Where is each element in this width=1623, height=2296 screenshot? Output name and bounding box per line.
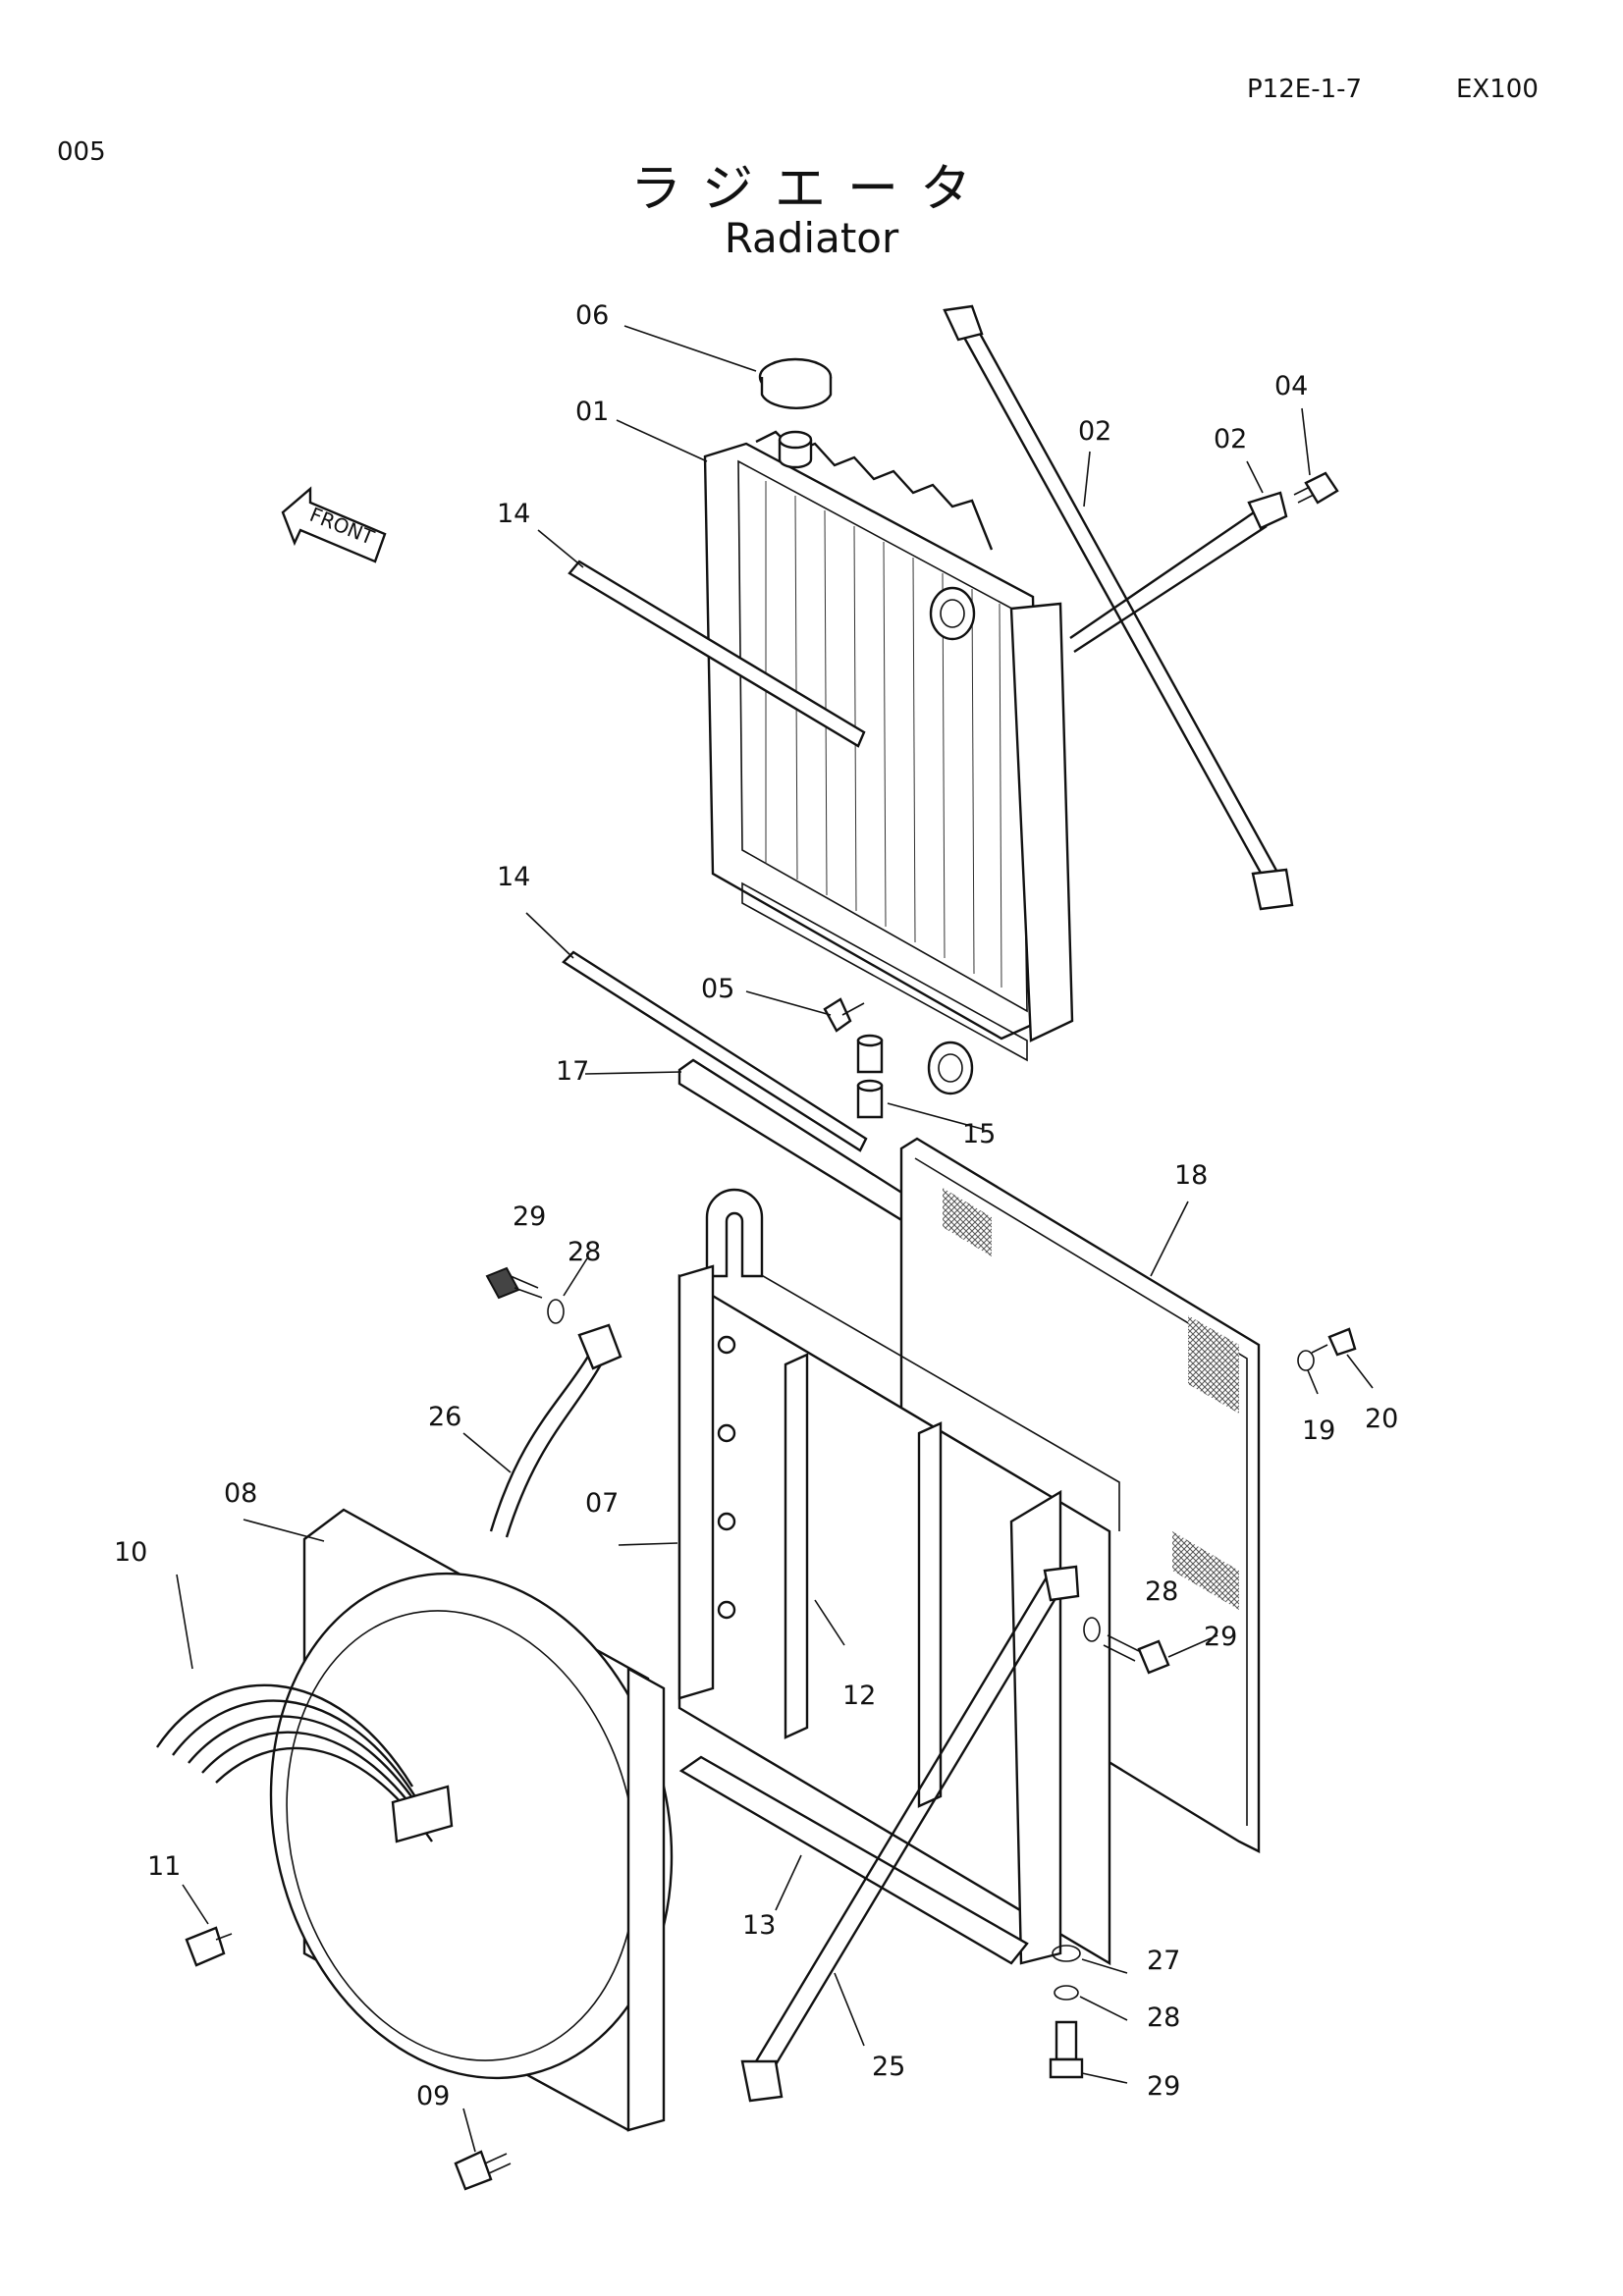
model-name: EX100 (1456, 75, 1539, 104)
page-code: P12E-1-7 (1247, 75, 1363, 104)
callout-13: 13 (742, 1910, 776, 1941)
callout-26: 26 (428, 1402, 461, 1432)
callout-25: 25 (872, 2052, 905, 2082)
callout-10: 10 (114, 1537, 147, 1568)
bolt-11 (185, 1926, 233, 1967)
callout-19: 19 (1302, 1415, 1335, 1446)
callout-09: 09 (416, 2081, 450, 2111)
hoses (856, 1034, 884, 1119)
bolt-29-upper (485, 1266, 543, 1300)
leader-lines (176, 325, 1374, 2153)
bolt-04 (1293, 471, 1339, 505)
callout-28-lower: 28 (1147, 2002, 1180, 2033)
stay-rods (943, 304, 1294, 911)
callout-18: 18 (1174, 1160, 1208, 1191)
drain-cock (823, 997, 865, 1033)
callout-29-upper: 29 (513, 1201, 546, 1232)
callout-14-lower: 14 (497, 862, 530, 892)
washer-28-upper (547, 1299, 565, 1324)
washer-27 (1052, 1945, 1081, 1962)
front-label: FRONT (306, 503, 378, 550)
callout-29-lower: 29 (1147, 2071, 1180, 2102)
title-english: Radiator (724, 214, 899, 262)
callout-02-right: 02 (1214, 424, 1247, 454)
washer-19 (1297, 1350, 1315, 1371)
cross-brace-13 (678, 1755, 1029, 1965)
page-number: 005 (57, 137, 106, 167)
washer-28-right (1083, 1617, 1101, 1642)
front-direction-arrow: FRONT (281, 486, 387, 563)
callout-29-right: 29 (1204, 1622, 1237, 1652)
callout-05: 05 (701, 974, 734, 1004)
washer-28-lower (1054, 1985, 1079, 2001)
callout-08: 08 (224, 1478, 257, 1509)
bolt-29-right (1103, 1634, 1170, 1675)
callout-12: 12 (842, 1681, 876, 1711)
bolt-29-lower (1049, 2020, 1084, 2079)
callout-20: 20 (1365, 1404, 1398, 1434)
radiator-cap (758, 357, 833, 469)
wing-bolt-20 (1311, 1327, 1357, 1357)
callout-28-upper: 28 (568, 1237, 601, 1267)
oil-cooler-assembly (677, 1188, 1120, 1966)
callout-14-upper: 14 (497, 499, 530, 529)
callout-17: 17 (556, 1056, 589, 1087)
fan-guard (156, 1683, 454, 1843)
callout-06: 06 (575, 300, 609, 331)
callout-01: 01 (575, 397, 609, 427)
radiator-core (703, 430, 1074, 1095)
title-japanese: ラジエータ (630, 160, 993, 219)
callout-11: 11 (147, 1851, 181, 1882)
callout-02-left: 02 (1078, 416, 1111, 447)
callout-07: 07 (585, 1488, 619, 1519)
stays-25-26 (489, 1323, 1080, 2103)
callout-15: 15 (962, 1119, 996, 1149)
fan-shroud (269, 1508, 674, 2132)
callout-27: 27 (1147, 1946, 1180, 1976)
callout-04: 04 (1274, 371, 1308, 401)
callout-28-right: 28 (1145, 1576, 1178, 1607)
seal-strip-upper (568, 560, 866, 748)
bolt-09 (454, 2150, 512, 2191)
